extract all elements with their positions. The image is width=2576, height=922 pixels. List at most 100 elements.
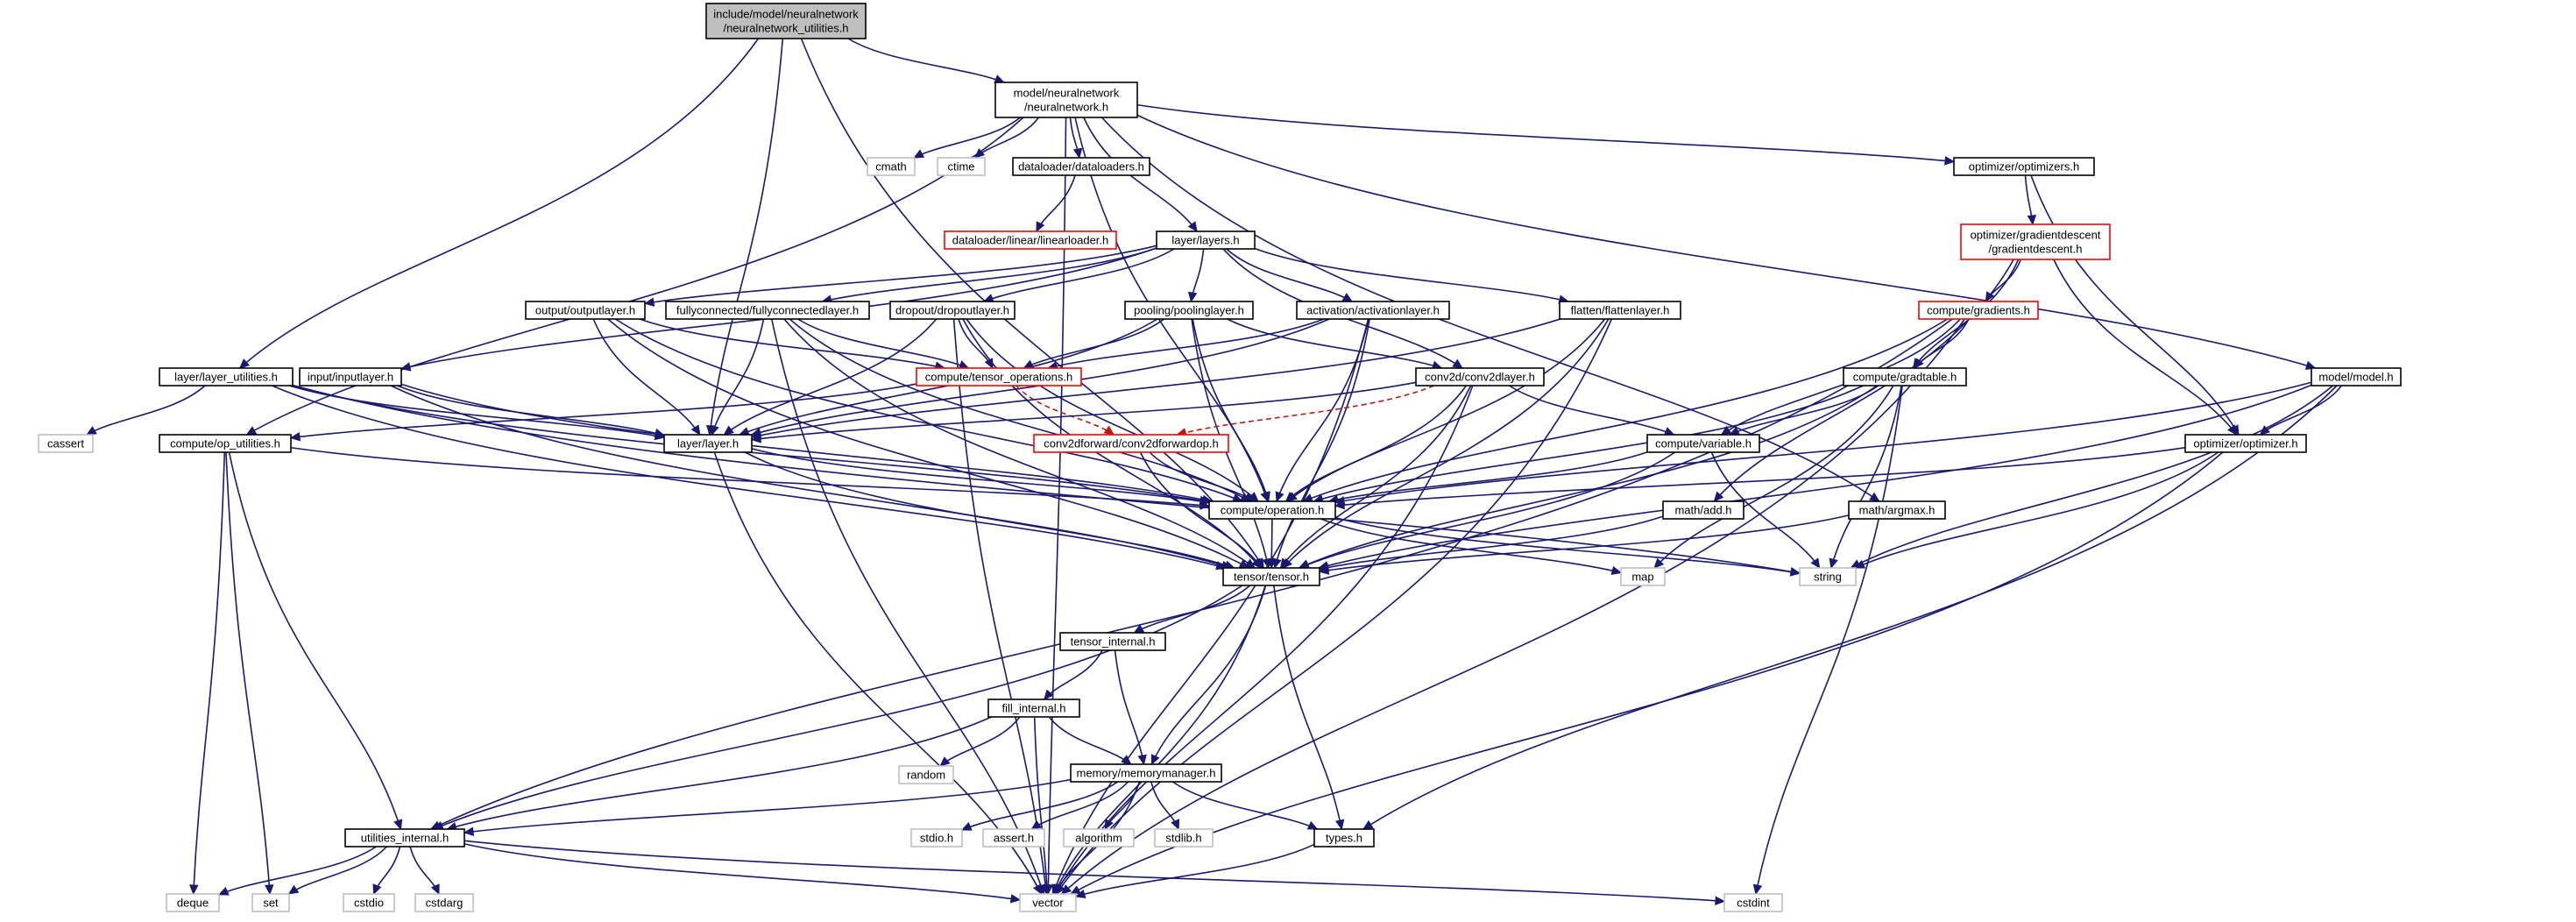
node-layers[interactable]: layer/layers.h [1156, 230, 1256, 250]
node-tops[interactable]: compute/tensor_operations.h [916, 367, 1082, 387]
node-algorithm[interactable]: algorithm [1063, 828, 1135, 848]
node-dropout[interactable]: dropout/dropoutlayer.h [889, 301, 1016, 320]
node-fc[interactable]: fullyconnected/fullyconnectedlayer.h [665, 301, 870, 320]
node-stdlib[interactable]: stdlib.h [1154, 828, 1214, 848]
node-convop[interactable]: conv2dforward/conv2dforwardop.h [1033, 434, 1229, 453]
node-optimizer[interactable]: optimizer/optimizer.h [2184, 434, 2307, 453]
arrowhead-conv-to-tensor [1279, 557, 1290, 569]
node-box [944, 230, 1117, 250]
node-label: include/model/neuralnetwork [713, 8, 859, 21]
edge-layers-to-fc [822, 247, 1157, 302]
node-label: random [907, 769, 945, 782]
node-oputil[interactable]: compute/op_utilities.h [159, 434, 292, 453]
node-box [159, 367, 294, 387]
node-pool[interactable]: pooling/poolinglayer.h [1124, 301, 1254, 320]
node-cstdarg[interactable]: cstdarg [414, 893, 474, 912]
node-box [665, 301, 870, 320]
node-variable[interactable]: compute/variable.h [1646, 434, 1760, 453]
edge-tinternal-to-mem [1114, 649, 1145, 765]
node-box [1208, 500, 1336, 520]
edge-dropout-to-operation [966, 318, 1259, 502]
edge-tensor-to-types [1272, 585, 1342, 830]
node-label: dataloader/linear/linearloader.h [952, 234, 1109, 247]
edge-nn-to-layers [1083, 117, 1198, 232]
node-tensor[interactable]: tensor/tensor.h [1222, 567, 1320, 586]
arrowhead-fc-to-tops [958, 360, 970, 369]
node-set[interactable]: set [251, 893, 290, 912]
node-gradtable[interactable]: compute/gradtable.h [1843, 367, 1967, 387]
node-tinternal[interactable]: tensor_internal.h [1059, 632, 1166, 651]
arrowhead-model-to-types [1362, 819, 1374, 830]
node-argmax[interactable]: math/argmax.h [1848, 500, 1946, 520]
node-box [1662, 500, 1744, 520]
node-flatten[interactable]: flatten/flattenlayer.h [1559, 301, 1681, 320]
arrowhead-fill-to-vector [1042, 884, 1052, 896]
node-dls[interactable]: dataloader/dataloaders.h [1012, 157, 1150, 176]
arrowhead-pool-to-operation [1261, 491, 1270, 503]
arrowhead-nn-to-layers [1187, 221, 1198, 232]
edge-mem-to-asserth [1030, 781, 1129, 830]
edge-lutil-to-tensor [272, 385, 1226, 569]
arrowhead-uinternal-to-cstdint [1715, 896, 1726, 905]
node-operation[interactable]: compute/operation.h [1208, 500, 1336, 520]
edge-fill-to-mem [1048, 716, 1132, 765]
node-string[interactable]: string [1799, 567, 1857, 586]
arrowhead-convop-to-tensor [1252, 557, 1263, 569]
node-layer[interactable]: layer/layer.h [663, 434, 753, 453]
node-deque[interactable]: deque [166, 893, 220, 912]
node-box [867, 157, 916, 176]
node-cassert[interactable]: cassert [38, 434, 94, 453]
node-opts[interactable]: optimizer/optimizers.h [1953, 157, 2095, 176]
node-cstdio[interactable]: cstdio [343, 893, 395, 912]
node-map[interactable]: map [1620, 567, 1666, 586]
node-gd[interactable]: optimizer/gradientdescent/gradientdescen… [1960, 223, 2111, 260]
node-stdio[interactable]: stdio.h [910, 828, 963, 848]
node-linear[interactable]: dataloader/linear/linearloader.h [944, 230, 1117, 250]
node-nn[interactable]: model/neuralnetwork/neuralnetwork.h [994, 82, 1138, 118]
node-input[interactable]: input/inputlayer.h [299, 367, 402, 387]
edge-fill-to-vector [1033, 716, 1049, 895]
node-cmath[interactable]: cmath [867, 157, 916, 176]
node-box [159, 434, 292, 453]
node-vector[interactable]: vector [1019, 893, 1077, 912]
arrowhead-gradtable-to-cstdint [1752, 883, 1763, 896]
node-random[interactable]: random [898, 765, 954, 784]
node-conv[interactable]: conv2d/conv2dlayer.h [1415, 367, 1545, 387]
node-model[interactable]: model/model.h [2311, 367, 2402, 387]
node-lutil[interactable]: layer/layer_utilities.h [159, 367, 294, 387]
node-cstdint[interactable]: cstdint [1723, 893, 1783, 912]
node-grads[interactable]: compute/gradients.h [1918, 301, 2039, 320]
node-root[interactable]: include/model/neuralnetwork/neuralnetwor… [705, 3, 867, 39]
edge-uinternal-to-vector [464, 843, 1021, 901]
node-ctime[interactable]: ctime [937, 157, 986, 176]
node-types[interactable]: types.h [1313, 828, 1375, 848]
arrowhead-tensor-to-mem [1150, 754, 1160, 766]
edge-dropout-to-vector [952, 318, 1048, 895]
edge-optimizer-to-vector [1070, 451, 2224, 895]
node-box [1124, 301, 1254, 320]
node-fill[interactable]: fill_internal.h [987, 699, 1080, 718]
edge-flatten-to-operation [1286, 318, 1606, 502]
node-asserth[interactable]: assert.h [982, 828, 1045, 848]
node-box [2311, 367, 2402, 387]
node-box [916, 367, 1082, 387]
node-act[interactable]: activation/activationlayer.h [1296, 301, 1450, 320]
arrowhead-optimizer-to-operation [1334, 500, 1345, 510]
node-uinternal[interactable]: utilities_internal.h [344, 828, 465, 848]
node-label: pooling/poolinglayer.h [1134, 304, 1244, 317]
arrowhead-grads-to-variable [1720, 425, 1732, 436]
node-label: model/model.h [2318, 371, 2393, 384]
node-label: ctime [947, 160, 974, 174]
edge-layers-to-output [644, 245, 1157, 305]
node-add[interactable]: math/add.h [1662, 500, 1744, 520]
edge-pool-to-tensor [1191, 318, 1270, 569]
node-box [1848, 500, 1946, 520]
node-label: algorithm [1075, 832, 1122, 845]
arrowhead-grads-to-gradtable [1914, 358, 1924, 369]
edge-flatten-to-layer [751, 318, 1560, 438]
node-label: math/add.h [1674, 504, 1731, 517]
node-output[interactable]: output/outputlayer.h [525, 301, 646, 320]
node-mem[interactable]: memory/memorymanager.h [1070, 763, 1222, 783]
node-label: utilities_internal.h [361, 832, 449, 845]
arrowhead-fc-to-layer [710, 424, 719, 436]
